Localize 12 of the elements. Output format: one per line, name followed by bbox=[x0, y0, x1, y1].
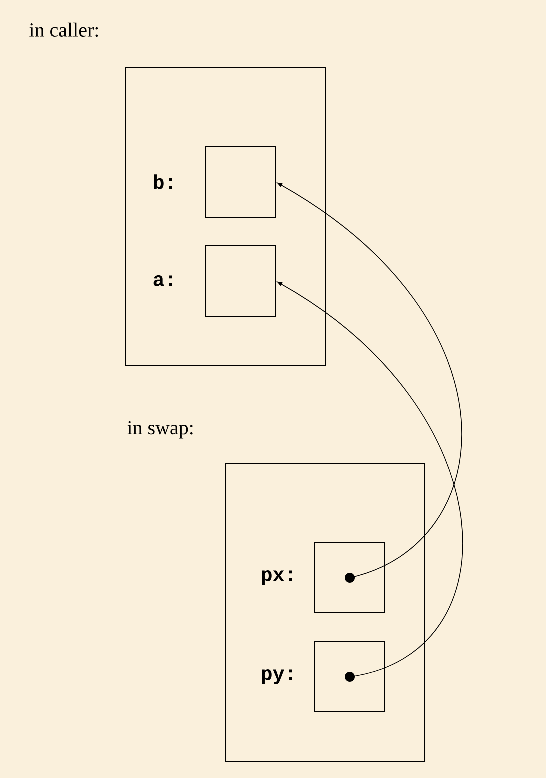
variable-box bbox=[206, 246, 276, 318]
variable-label: px: bbox=[262, 570, 292, 586]
frame-box bbox=[126, 68, 326, 366]
frame-box bbox=[226, 464, 426, 762]
frame-heading: in swap: bbox=[128, 421, 193, 439]
variable-label: py: bbox=[262, 670, 292, 684]
pointer-arrow bbox=[278, 282, 463, 678]
variable-label: b: bbox=[154, 174, 172, 190]
pointer-arrow bbox=[278, 182, 462, 578]
frame-heading: in caller: bbox=[30, 22, 98, 38]
variable-box bbox=[206, 146, 276, 218]
variable-label: a: bbox=[154, 276, 172, 286]
